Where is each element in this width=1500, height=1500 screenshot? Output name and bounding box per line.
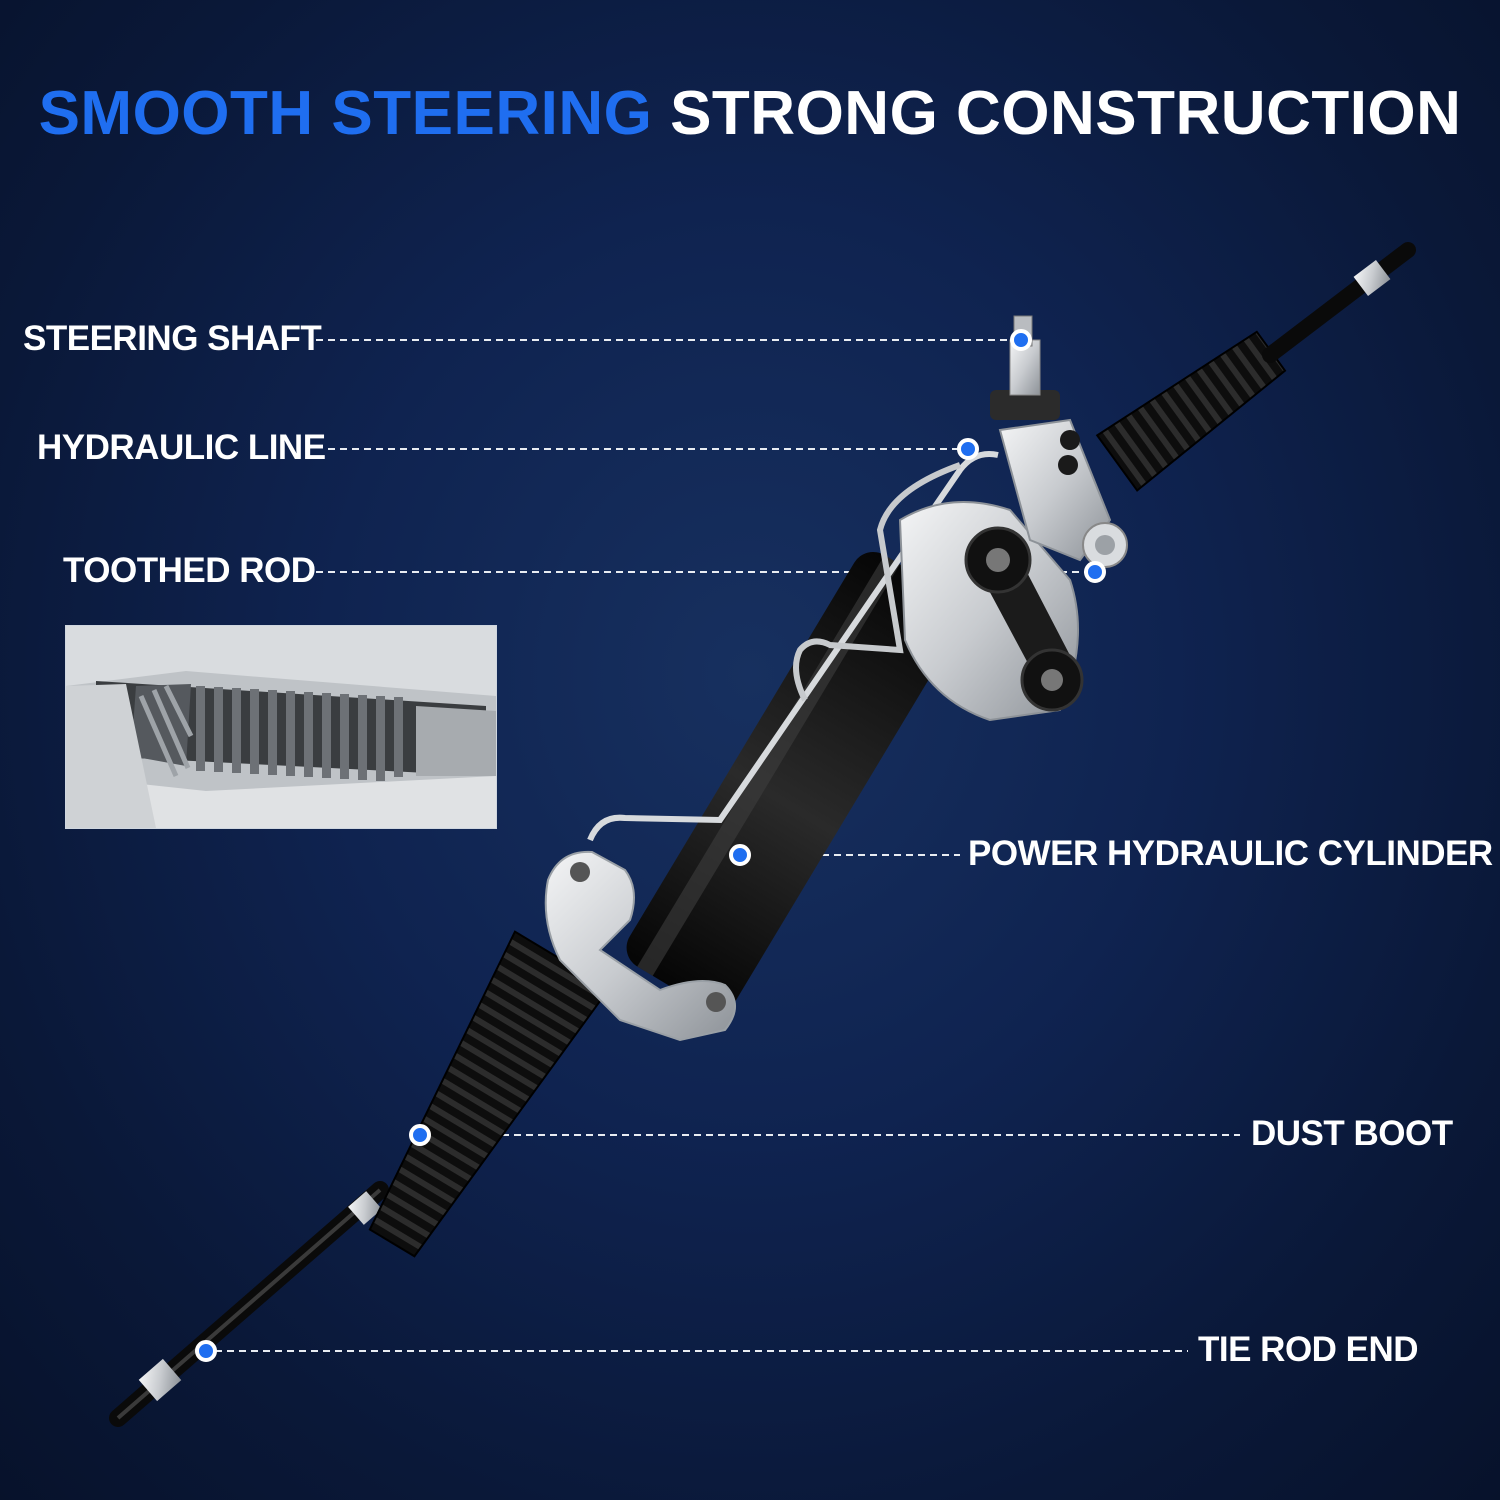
marker-toothed-rod bbox=[1084, 561, 1106, 583]
headline-rest: STRONG CONSTRUCTION bbox=[670, 79, 1462, 148]
power-cylinder bbox=[626, 551, 964, 1011]
marker-power-cylinder bbox=[729, 844, 751, 866]
headline: SMOOTH STEERING STRONG CONSTRUCTION bbox=[0, 78, 1500, 149]
lower-nut bbox=[138, 1358, 182, 1402]
shaft-collar bbox=[990, 390, 1060, 420]
marker-tie-rod-end bbox=[195, 1340, 217, 1362]
rack-assembly bbox=[109, 242, 1416, 1427]
marker-steering-shaft bbox=[1010, 329, 1032, 351]
hydraulic-pipe-1 bbox=[587, 451, 999, 842]
headline-accent: SMOOTH STEERING bbox=[38, 79, 653, 148]
upper-dust-boot bbox=[1095, 330, 1287, 492]
label-power-cylinder: POWER HYDRAULIC CYLINDER bbox=[968, 834, 1493, 873]
marker-dust-boot bbox=[409, 1124, 431, 1146]
label-hydraulic-line: HYDRAULIC LINE bbox=[37, 428, 326, 467]
hydraulic-pipe-2 bbox=[793, 462, 962, 702]
lower-dust-boot bbox=[368, 930, 611, 1258]
label-toothed-rod: TOOTHED ROD bbox=[63, 551, 316, 590]
valve-housing bbox=[898, 315, 1128, 722]
gear-teeth-image bbox=[66, 626, 496, 828]
markers bbox=[195, 329, 1106, 1362]
lower-mount-bracket bbox=[544, 850, 736, 1042]
marker-hydraulic-line bbox=[957, 438, 979, 460]
toothed-rod-closeup bbox=[65, 625, 497, 829]
label-steering-shaft: STEERING SHAFT bbox=[23, 319, 322, 358]
upper-tie-rod bbox=[1262, 242, 1416, 363]
label-tie-rod-end: TIE ROD END bbox=[1198, 1330, 1419, 1369]
label-dust-boot: DUST BOOT bbox=[1251, 1114, 1453, 1153]
